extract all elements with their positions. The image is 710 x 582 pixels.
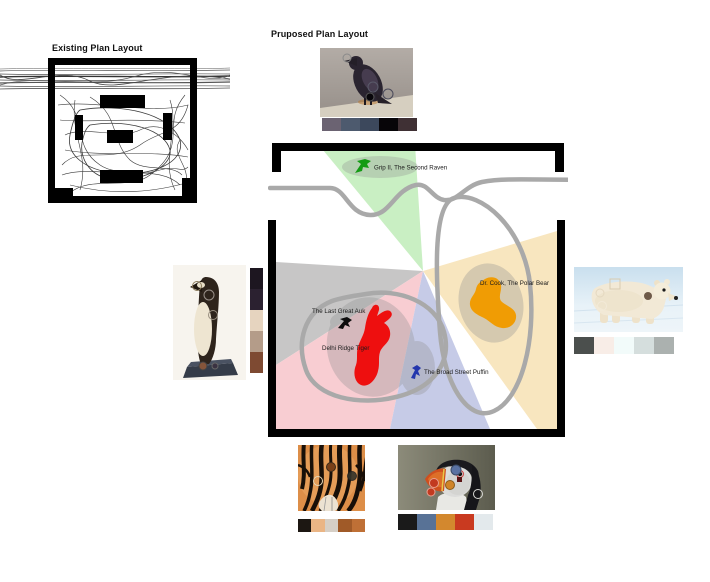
palette-swatch	[250, 352, 263, 373]
tiger-stripes	[298, 445, 365, 511]
proposed-walls	[268, 143, 565, 437]
bear-photo	[574, 267, 683, 332]
bear-zone-label: Dr. Cook, The Polar Bear	[480, 280, 549, 287]
zone-bear	[423, 231, 557, 429]
tiger-palette	[298, 519, 366, 532]
zone-auk	[276, 262, 423, 365]
palette-swatch	[594, 337, 614, 354]
proposed-plan-drawing: Grip II, The Second Raven The Last Great…	[268, 143, 568, 437]
palette-swatch	[398, 514, 417, 530]
entry-scribble-band	[0, 67, 230, 90]
zone-tiger	[276, 271, 423, 429]
existing-plan-title: Existing Plan Layout	[52, 43, 143, 53]
color-sample-markers	[342, 53, 394, 102]
palette-swatch	[250, 268, 263, 289]
palette-swatch	[654, 337, 674, 354]
right-loop-path	[434, 194, 534, 416]
palette-swatch	[398, 118, 417, 131]
raven-zone-label: Grip II, The Second Raven	[374, 165, 448, 172]
puffin-photo	[398, 445, 495, 510]
puffin-zone-label: The Broad Street Puffin	[424, 369, 489, 376]
raven-photo	[320, 48, 413, 117]
palette-swatch	[474, 514, 493, 530]
palette-swatch	[311, 519, 325, 532]
color-sample-markers	[313, 462, 357, 486]
palette-swatch	[250, 331, 263, 352]
puffin-icon	[411, 365, 421, 379]
raven-silhouette	[344, 56, 392, 105]
palette-swatch	[614, 337, 634, 354]
polar-bear-figure	[591, 279, 678, 324]
existing-walls	[48, 58, 197, 203]
auk-icon	[338, 317, 352, 329]
palette-swatch	[250, 289, 263, 310]
auk-palette	[250, 268, 263, 373]
palette-swatch	[436, 514, 455, 530]
proposed-plan-title: Pruposed Plan Layout	[271, 29, 369, 39]
zone-raven	[318, 144, 423, 271]
palette-swatch	[324, 519, 339, 532]
palette-swatch	[360, 118, 379, 131]
palette-swatch	[322, 118, 341, 131]
auk-specimen	[183, 277, 238, 378]
white-fur-patch	[318, 494, 339, 511]
tiger-zone-label: Delhi Ridge Tiger	[322, 345, 369, 352]
bear-palette	[574, 337, 674, 354]
corridor-path	[268, 177, 568, 218]
color-sample-markers	[192, 281, 219, 371]
palette-swatch	[574, 337, 594, 354]
tiger-photo	[298, 445, 365, 511]
palette-swatch	[455, 514, 474, 530]
tiger-pelt-icon	[354, 304, 392, 386]
palette-swatch	[379, 118, 398, 131]
puffin-palette	[398, 514, 493, 530]
existing-plan-drawing	[0, 58, 230, 203]
palette-swatch	[298, 519, 312, 532]
palette-swatch	[341, 118, 360, 131]
palette-swatch	[338, 519, 352, 532]
bear-icon	[469, 277, 517, 329]
raven-icon	[355, 159, 371, 173]
color-sample-markers	[595, 278, 652, 311]
auk-photo	[173, 265, 246, 380]
palette-swatch	[417, 514, 436, 530]
visitor-paths	[268, 177, 568, 416]
ledge	[320, 95, 413, 117]
raven-palette	[322, 118, 417, 131]
palette-swatch	[351, 519, 366, 532]
color-sample-markers	[426, 464, 483, 499]
existing-exhibit-blocks	[53, 95, 193, 198]
palette-swatch	[634, 337, 654, 354]
auk-zone-label: The Last Great Auk	[312, 308, 366, 315]
palette-swatch	[250, 310, 263, 331]
